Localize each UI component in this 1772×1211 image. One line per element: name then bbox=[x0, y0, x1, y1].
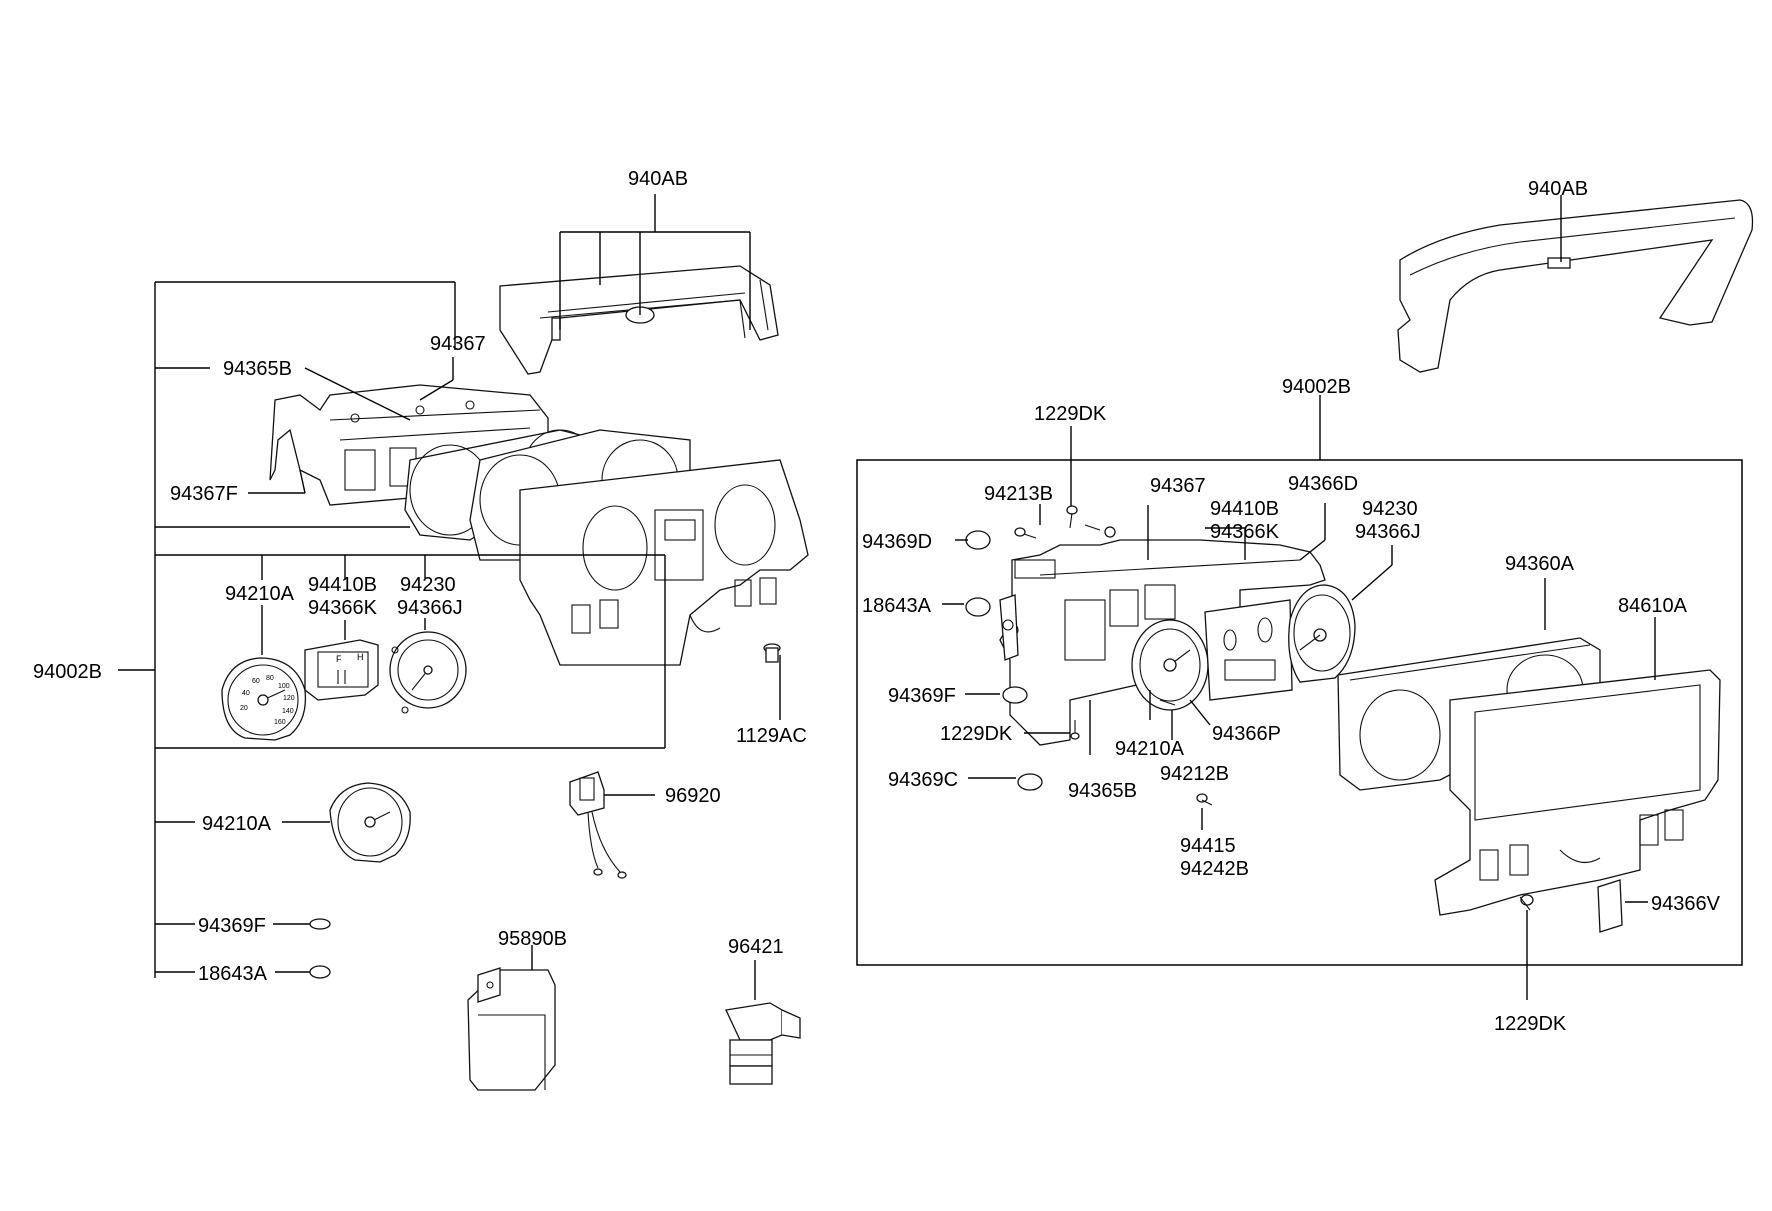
right-bulb-18643a-part bbox=[965, 597, 991, 617]
sensor-96920-part bbox=[569, 771, 627, 879]
right-screw-1229dk-bottom-part bbox=[1519, 894, 1534, 911]
label-94369c-right: 94369C bbox=[888, 769, 958, 791]
label-94210a-left: 94210A bbox=[225, 583, 295, 605]
label-1229dk-right-bottom: 1229DK bbox=[1494, 1013, 1567, 1035]
right-screw-1229dk-top-part bbox=[1066, 505, 1078, 529]
label-18643a-left: 18643A bbox=[198, 963, 268, 985]
label-94210a-left-2: 94210A bbox=[202, 813, 272, 835]
connector-96421-part bbox=[725, 1002, 801, 1085]
gauge-fuel-f: F bbox=[336, 654, 342, 664]
right-label-sticker-part bbox=[1597, 879, 1623, 933]
label-94002b-right: 94002B bbox=[1282, 376, 1351, 398]
label-94410b-right: 94410B bbox=[1210, 498, 1279, 520]
label-94210a-right: 94210A bbox=[1115, 738, 1185, 760]
gauge-speed-40: 40 bbox=[242, 690, 250, 697]
left-screw-1129ac-part bbox=[763, 643, 781, 663]
label-1229dk-right-top: 1229DK bbox=[1034, 403, 1107, 425]
left-tachometer-part bbox=[389, 631, 467, 714]
label-1229dk-right-mid: 1229DK bbox=[940, 723, 1013, 745]
right-speedometer-part bbox=[1131, 619, 1209, 711]
label-84610a-right: 84610A bbox=[1618, 595, 1688, 617]
label-94367-right: 94367 bbox=[1150, 475, 1206, 497]
label-94367-left: 94367 bbox=[430, 333, 486, 355]
left-front-bezel-part bbox=[519, 459, 809, 666]
label-95890b: 95890B bbox=[498, 928, 567, 950]
label-94410b-left: 94410B bbox=[308, 574, 377, 596]
label-94369f-left: 94369F bbox=[198, 915, 266, 937]
left-speedometer-part: 20 40 60 80 100 120 140 160 bbox=[221, 657, 307, 741]
gauge-speed-20: 20 bbox=[240, 705, 248, 712]
gauge-speed-160: 160 bbox=[274, 719, 286, 726]
right-side-bracket-part bbox=[999, 594, 1019, 661]
label-94369d-right: 94369D bbox=[862, 531, 932, 553]
gauge-temp-h: H bbox=[357, 652, 364, 662]
label-940ab-left: 940AB bbox=[628, 168, 688, 190]
right-screw-94213b-part bbox=[1014, 527, 1037, 539]
right-leaders bbox=[942, 426, 1656, 1000]
label-94365b-left: 94365B bbox=[223, 358, 292, 380]
label-94002b-left: 94002B bbox=[33, 661, 102, 683]
label-94230-right: 94230 bbox=[1362, 498, 1418, 520]
relay-95890b-part bbox=[467, 967, 556, 1091]
label-94365b-right: 94365B bbox=[1068, 780, 1137, 802]
right-bulb-94369d-part bbox=[965, 530, 991, 550]
label-94242b-right: 94242B bbox=[1180, 858, 1249, 880]
label-94366j-right: 94366J bbox=[1355, 521, 1421, 543]
label-1129ac-left: 1129AC bbox=[736, 725, 807, 747]
gauge-speed-80: 80 bbox=[266, 675, 274, 682]
left-speedometer-spare-part bbox=[329, 782, 411, 863]
right-front-bezel-part bbox=[1434, 669, 1721, 916]
label-94366d-right: 94366D bbox=[1288, 473, 1358, 495]
gauge-speed-140: 140 bbox=[282, 708, 294, 715]
left-94002b-bracket bbox=[118, 281, 666, 978]
label-940ab-right: 940AB bbox=[1528, 178, 1588, 200]
label-94360a-right: 94360A bbox=[1505, 553, 1575, 575]
label-96920: 96920 bbox=[665, 785, 721, 807]
left-940ab-leader bbox=[559, 194, 751, 330]
label-94366k-right: 94366K bbox=[1210, 521, 1280, 543]
right-bulb-94369f-part bbox=[1002, 686, 1028, 704]
left-top-cover-part bbox=[499, 265, 779, 375]
right-washer-part bbox=[1084, 524, 1116, 538]
label-94366j-left: 94366J bbox=[397, 597, 463, 619]
right-tachometer-part bbox=[1288, 584, 1356, 683]
left-leaders bbox=[248, 357, 781, 1000]
right-center-gauge-part bbox=[1204, 599, 1293, 701]
gauge-speed-120: 120 bbox=[283, 695, 295, 702]
left-bulb-94369f-part bbox=[309, 918, 331, 930]
right-94002b-group-box bbox=[856, 459, 1743, 966]
label-18643a-right: 18643A bbox=[862, 595, 932, 617]
label-94366v-right: 94366V bbox=[1651, 893, 1721, 915]
label-94213b-right: 94213B bbox=[984, 483, 1053, 505]
label-96421: 96421 bbox=[728, 936, 784, 958]
left-bulb-18643a-part bbox=[309, 965, 331, 979]
right-bulb-94369c-part bbox=[1017, 773, 1043, 791]
label-94366p-right: 94366P bbox=[1212, 723, 1281, 745]
label-94367f-left: 94367F bbox=[170, 483, 238, 505]
gauge-speed-60: 60 bbox=[252, 678, 260, 685]
left-fuel-temp-gauge-part: F H bbox=[304, 639, 379, 701]
right-screw-1229dk-mid-part bbox=[1070, 720, 1080, 740]
label-94369f-right: 94369F bbox=[888, 685, 956, 707]
right-screw-94415-part bbox=[1196, 793, 1213, 806]
right-top-cover-part bbox=[1397, 199, 1754, 373]
label-94366k-left: 94366K bbox=[308, 597, 378, 619]
label-94415-right: 94415 bbox=[1180, 835, 1236, 857]
label-94230-left: 94230 bbox=[400, 574, 456, 596]
gauge-speed-100: 100 bbox=[278, 683, 290, 690]
label-94212b-right: 94212B bbox=[1160, 763, 1229, 785]
